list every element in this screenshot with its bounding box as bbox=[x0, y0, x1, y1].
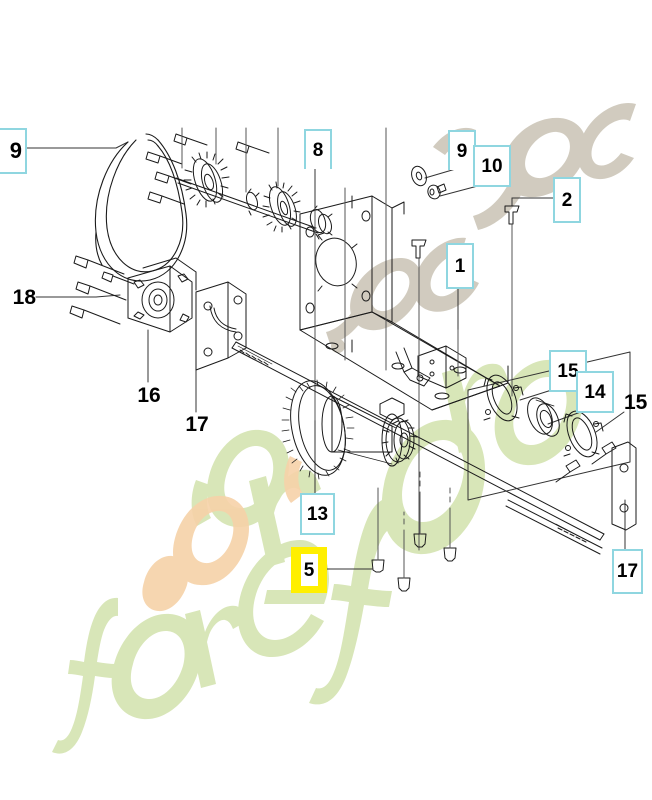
part-left-bolt-set bbox=[69, 255, 135, 325]
callout-9-right[interactable]: 9 bbox=[448, 130, 476, 170]
callout-5-highlighted[interactable]: 5 bbox=[291, 547, 327, 593]
callout-label: 8 bbox=[312, 139, 324, 161]
callout-18[interactable]: 18 bbox=[0, 284, 36, 310]
callout-label: 16 bbox=[137, 383, 161, 407]
bearing-insert bbox=[527, 397, 560, 437]
splined-coupling bbox=[381, 417, 418, 464]
callout-label: 15 bbox=[624, 390, 648, 414]
callout-label: 2 bbox=[561, 189, 573, 211]
bearing-flange-left bbox=[483, 374, 524, 422]
part-drive-belt bbox=[94, 133, 188, 282]
collar-mid bbox=[245, 188, 260, 216]
callout-8[interactable]: 8 bbox=[304, 129, 332, 169]
callout-label: 14 bbox=[584, 381, 606, 403]
callout-label: 17 bbox=[616, 561, 639, 582]
part-lower-bolts bbox=[371, 471, 457, 592]
callout-1[interactable]: 1 bbox=[446, 243, 474, 289]
part-drive-sprocket-assembly bbox=[281, 347, 431, 480]
callout-13[interactable]: 13 bbox=[300, 493, 335, 535]
callout-17-right[interactable]: 17 bbox=[612, 549, 643, 594]
callout-label: 9 bbox=[9, 138, 22, 163]
callout-10[interactable]: 10 bbox=[473, 145, 511, 187]
callout-label: 10 bbox=[481, 155, 503, 177]
callout-16[interactable]: 16 bbox=[130, 382, 168, 408]
part-bearing-housing bbox=[127, 257, 197, 333]
sprocket-b bbox=[262, 181, 301, 233]
callout-14[interactable]: 14 bbox=[576, 371, 614, 413]
part-upper-shaft-assembly bbox=[145, 127, 333, 240]
callout-17-left[interactable]: 17 bbox=[178, 411, 216, 437]
callout-2[interactable]: 2 bbox=[553, 177, 581, 223]
frame-upper-tab bbox=[351, 195, 405, 215]
part-mounting-bracket bbox=[195, 281, 247, 371]
callout-label: 1 bbox=[454, 255, 466, 277]
part-washer-nut bbox=[411, 165, 447, 200]
upper-bolts bbox=[145, 133, 270, 205]
right-strap-bracket bbox=[611, 441, 637, 531]
callout-label: 18 bbox=[12, 285, 36, 309]
callout-label: 13 bbox=[306, 503, 329, 525]
callout-label: 9 bbox=[456, 140, 468, 162]
callout-label: 17 bbox=[185, 412, 209, 436]
sprocket-a bbox=[183, 151, 230, 208]
bearing-flange-right bbox=[563, 410, 604, 458]
callout-9-left[interactable]: 9 bbox=[0, 128, 27, 174]
part-center-shaft bbox=[231, 341, 605, 541]
callout-15-right[interactable]: 15 bbox=[624, 389, 652, 415]
part-frame-bolts bbox=[314, 127, 520, 551]
callout-label: 5 bbox=[300, 554, 318, 586]
